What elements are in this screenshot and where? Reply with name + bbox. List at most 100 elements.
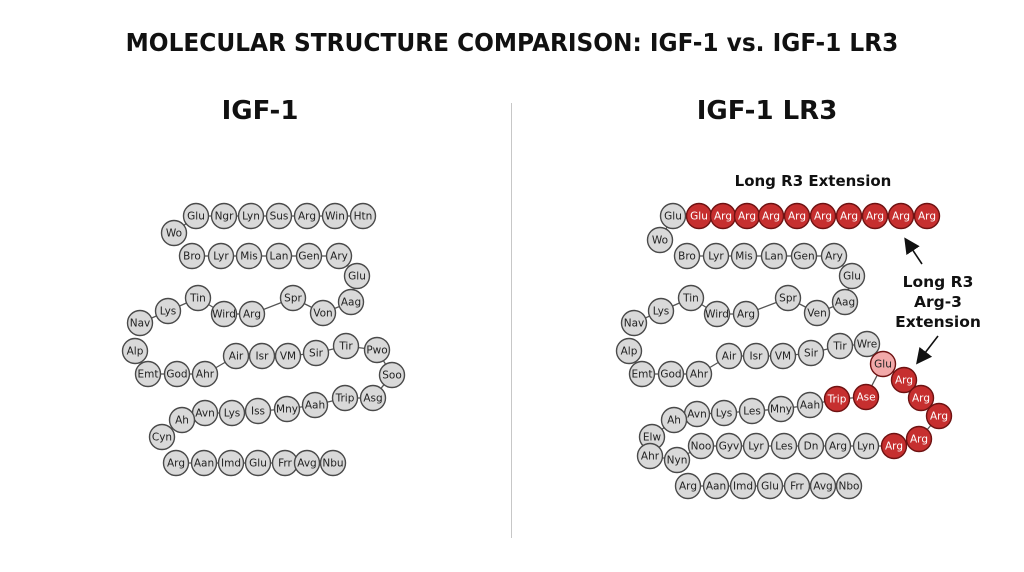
residue-bead: Bro [178, 242, 206, 270]
residue-circle [803, 299, 831, 327]
residue-label: Les [775, 441, 793, 453]
residue-label: Avg [297, 458, 316, 470]
residue-label: Glu [843, 271, 861, 283]
residue-label: Arg [892, 211, 910, 223]
residue-bead: Ngr [210, 202, 238, 230]
residue-bead: Glu [343, 262, 371, 290]
residue-circle [265, 242, 293, 270]
residue-label: Air [229, 351, 244, 363]
residue-label: Tir [832, 341, 847, 353]
residue-bead: Mis [235, 242, 263, 270]
residue-circle [222, 342, 250, 370]
residue-bead: Tir [332, 332, 360, 360]
residue-circle [809, 472, 837, 500]
residue-label: Mny [770, 404, 792, 416]
residue-circle [349, 202, 377, 230]
residue-circle [823, 385, 851, 413]
residue-circle [905, 425, 933, 453]
residue-circle [343, 262, 371, 290]
extension-label: Long R3 Extension [735, 172, 892, 190]
residue-circle [218, 399, 246, 427]
residue-bead: Lyn [237, 202, 265, 230]
residue-bead: Lys [218, 399, 246, 427]
residue-bead: Air [715, 342, 743, 370]
residue-circle [913, 202, 941, 230]
residue-bead: Trip [331, 384, 359, 412]
residue-bead: Alp [121, 337, 149, 365]
residue-circle [742, 432, 770, 460]
residue-label: Pwo [366, 345, 387, 357]
extension-residue-bead: Glu [685, 202, 713, 230]
residue-bead: Avg [293, 449, 321, 477]
residue-circle [647, 297, 675, 325]
residue-label: Arg [840, 211, 858, 223]
residue-circle [182, 202, 210, 230]
residue-label: Arg [910, 434, 928, 446]
residue-bead: Les [738, 397, 766, 425]
residue-circle [207, 242, 235, 270]
residue-circle [732, 300, 760, 328]
residue-circle [853, 330, 881, 358]
residue-bead: Les [770, 432, 798, 460]
residue-circle [337, 288, 365, 316]
residue-label: Asg [363, 393, 382, 405]
residue-circle [359, 384, 387, 412]
extension-residue-bead: Arg [887, 202, 915, 230]
residue-bead: Bro [673, 242, 701, 270]
extension-note-line-2: Arg-3 [914, 293, 962, 311]
residue-bead: Nyn [663, 446, 691, 474]
residue-bead: Lan [760, 242, 788, 270]
residue-circle [677, 284, 705, 312]
residue-bead: Glu [182, 202, 210, 230]
residue-bead: Isr [248, 342, 276, 370]
residue-label: Elw [643, 432, 662, 444]
residue-label: Aan [706, 481, 726, 493]
residue-label: Trip [827, 394, 847, 406]
residue-label: Spr [284, 293, 302, 305]
residue-circle [783, 202, 811, 230]
residue-circle [210, 300, 238, 328]
residue-label: Glu [690, 211, 708, 223]
extension-residue-bead: Arg [861, 202, 889, 230]
residue-circle [797, 339, 825, 367]
residue-label: Bro [678, 251, 696, 263]
residue-circle [378, 361, 406, 389]
residue-bead: Mny [767, 395, 795, 423]
residue-bead: Glu [244, 449, 272, 477]
residue-bead: Gyv [715, 432, 743, 460]
residue-circle [178, 242, 206, 270]
residue-circle [659, 202, 687, 230]
residue-label: Sus [270, 211, 289, 223]
residue-label: Arg [866, 211, 884, 223]
residue-label: Arg [714, 211, 732, 223]
residue-bead: Aag [337, 288, 365, 316]
residue-label: Wird [212, 309, 236, 321]
residue-label: Les [743, 406, 761, 418]
residue-label: VM [775, 351, 791, 363]
residue-bead: Aag [831, 288, 859, 316]
residue-label: Arg [814, 211, 832, 223]
residue-circle [331, 384, 359, 412]
residue-bead: Aan [702, 472, 730, 500]
residue-circle [121, 337, 149, 365]
residue-bead: Lyn [852, 432, 880, 460]
residue-label: Sir [309, 348, 324, 360]
residue-circle [615, 337, 643, 365]
residue-bead: Ahr [636, 442, 664, 470]
residue-circle [852, 432, 880, 460]
residue-label: Arg [737, 309, 755, 321]
residue-bead: Noo [687, 432, 715, 460]
residue-bead: Avg [809, 472, 837, 500]
residue-circle [332, 332, 360, 360]
residue-bead: Isr [742, 342, 770, 370]
residue-label: Tin [682, 293, 699, 305]
residue-circle [295, 242, 323, 270]
extension-residue-bead: Trip [823, 385, 851, 413]
residue-label: Frr [278, 458, 292, 470]
residue-bead: God [657, 360, 685, 388]
highlight-residue-bead: Glu [869, 350, 897, 378]
extension-residue-bead: Arg [890, 366, 918, 394]
residue-bead: Ary [325, 242, 353, 270]
residue-circle [301, 391, 329, 419]
residue-label: Glu [761, 481, 779, 493]
